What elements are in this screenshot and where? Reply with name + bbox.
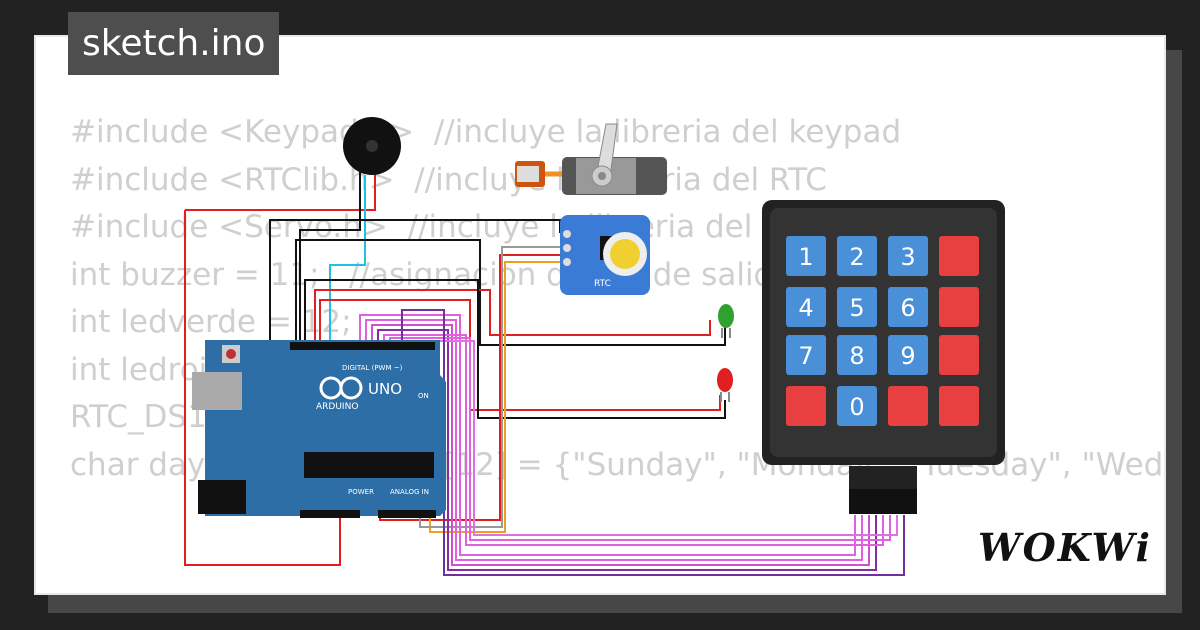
rtc-label: RTC [594,279,611,289]
wire-pink [359,314,856,556]
rtc-module: RTC [560,215,650,295]
keypad-key-label: 9 [900,342,915,370]
keypad-key[interactable] [837,287,877,327]
wire-red [185,165,376,211]
keypad-4x4: 1 2 3 4 5 6 7 8 9 0 [762,200,1005,514]
keypad-key[interactable] [939,236,979,276]
wire-pink [371,324,870,566]
buzzer [343,117,401,175]
code-line: int ledverde = 12; [70,304,352,340]
wire-gray [419,246,570,528]
keypad-key[interactable] [888,287,928,327]
keypad-key-label: 0 [849,393,864,421]
wokwi-logo: WOKWi [978,525,1152,570]
keypad-key[interactable] [786,236,826,276]
power-label: POWER [348,488,374,496]
keypad-key[interactable] [939,335,979,375]
keypad-key[interactable] [837,386,877,426]
keypad-key-label: 2 [849,243,864,271]
analog-label: ANALOG IN [390,488,429,496]
wire-black [304,279,726,419]
wire-pink [365,319,863,561]
wire-black [295,239,726,346]
digital-label: DIGITAL (PWM ~) [342,364,403,372]
keypad-key-label: 4 [798,294,813,322]
keypad-key[interactable] [837,335,877,375]
wire-red [184,210,341,566]
arduino-brand: ARDUINO [316,402,358,412]
arduino-uno: ARDUINO UNO DIGITAL (PWM ~) POWER ANALOG… [192,340,446,518]
keypad-key[interactable] [888,236,928,276]
led-red [717,368,733,402]
keypad-key-label: 3 [900,243,915,271]
keypad-key[interactable] [786,287,826,327]
keypad-key[interactable] [888,335,928,375]
wire-black [299,170,361,345]
wire-red [379,254,570,521]
keypad-key[interactable] [939,386,979,426]
keypad-key[interactable] [786,335,826,375]
arduino-model: UNO [368,380,402,398]
keypad-key[interactable] [786,386,826,426]
keypad-key-label: 6 [900,294,915,322]
keypad-key-label: 7 [798,342,813,370]
keypad-key-label: 5 [849,294,864,322]
keypad-key[interactable] [837,236,877,276]
keypad-key[interactable] [939,287,979,327]
on-label: ON [418,392,429,400]
led-green [718,304,734,338]
wire-purple [377,329,877,571]
wire-orange [429,261,570,533]
servo-motor [515,123,667,195]
keypad-key[interactable] [888,386,928,426]
wire-red [314,289,711,345]
keypad-key-label: 8 [849,342,864,370]
sketch-title: sketch.ino [68,12,280,75]
keypad-key-label: 1 [798,243,813,271]
